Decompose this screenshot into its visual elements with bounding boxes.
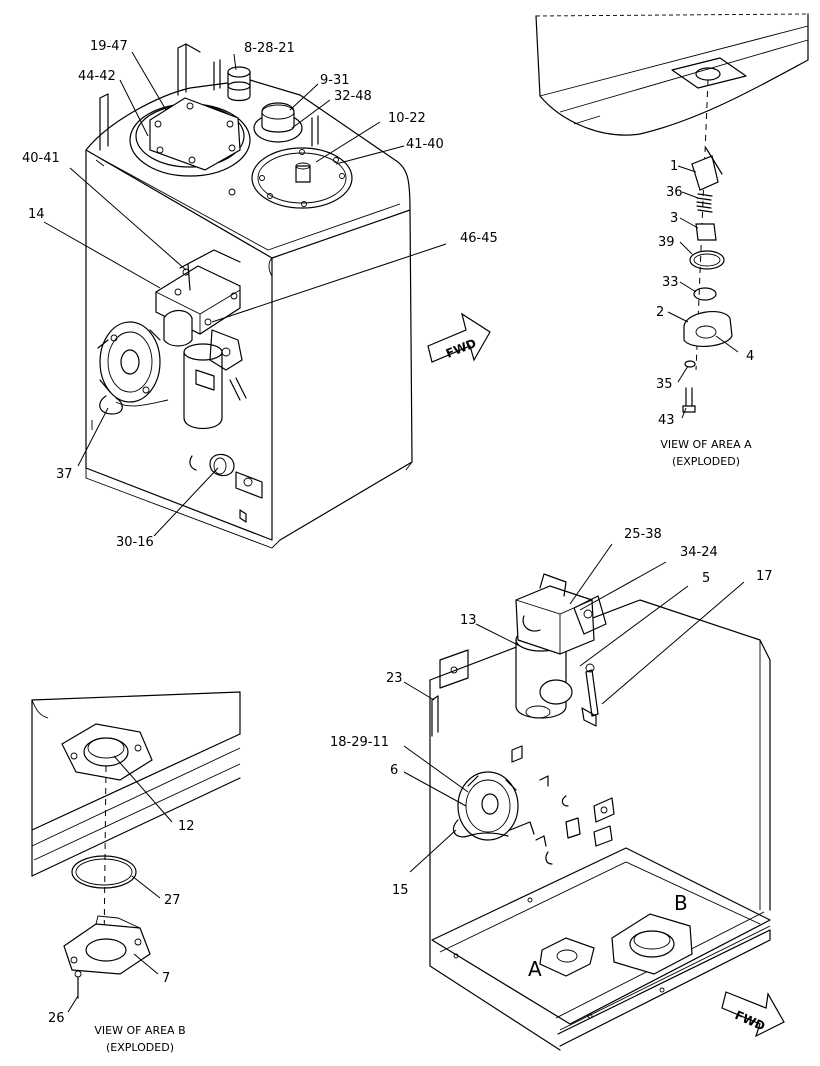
callout-39: 39 — [658, 235, 675, 250]
callout-25-38: 25-38 — [624, 527, 662, 542]
callout-43: 43 — [658, 413, 675, 428]
area-b-marker: B — [674, 891, 688, 915]
callout-7: 7 — [162, 971, 170, 986]
callout-15: 15 — [392, 883, 409, 898]
fwd-arrow-icon — [427, 312, 491, 363]
callout-2: 2 — [656, 305, 664, 320]
callout-32-48: 32-48 — [334, 89, 372, 104]
main-tank-leader-lines — [43, 51, 447, 537]
callout-33: 33 — [662, 275, 679, 290]
callout-13: 13 — [460, 613, 477, 628]
callout-18-29-11: 18-29-11 — [330, 735, 389, 750]
callout-6: 6 — [390, 763, 398, 778]
fwd-arrow-bottom-icon — [721, 991, 785, 1038]
callout-27: 27 — [164, 893, 181, 908]
area-b-caption-line2: (EXPLODED) — [106, 1041, 174, 1054]
area-a-marker: A — [528, 957, 542, 981]
callout-34-24: 34-24 — [680, 545, 718, 560]
area-a-exploded-view — [535, 13, 809, 419]
callout-3: 3 — [670, 211, 678, 226]
callout-5: 5 — [702, 571, 710, 586]
callout-17: 17 — [756, 569, 773, 584]
callout-19-47: 19-47 — [90, 39, 128, 54]
callout-8-28-21: 8-28-21 — [244, 41, 295, 56]
callout-9-31: 9-31 — [320, 73, 350, 88]
tank-bottom-view — [403, 543, 771, 1051]
callout-37: 37 — [56, 467, 73, 482]
callout-4: 4 — [746, 349, 754, 364]
callout-10-22: 10-22 — [388, 111, 426, 126]
callout-labels: 19-47 8-28-21 44-42 9-31 32-48 10-22 41-… — [22, 39, 773, 1026]
callout-14: 14 — [28, 207, 45, 222]
callout-46-45: 46-45 — [460, 231, 498, 246]
callout-40-41: 40-41 — [22, 151, 60, 166]
callout-23: 23 — [386, 671, 403, 686]
area-a-caption-line2: (EXPLODED) — [672, 455, 740, 468]
area-b-caption-line1: VIEW OF AREA B — [94, 1024, 185, 1037]
area-b-exploded-view — [31, 691, 241, 1013]
callout-44-42: 44-42 — [78, 69, 116, 84]
view-captions: VIEW OF AREA A (EXPLODED) VIEW OF AREA B… — [94, 438, 752, 1054]
hydraulic-tank-main-view — [85, 43, 413, 549]
callout-36: 36 — [666, 185, 683, 200]
callout-41-40: 41-40 — [406, 137, 444, 152]
callout-35: 35 — [656, 377, 673, 392]
callout-1: 1 — [670, 159, 678, 174]
area-a-caption-line1: VIEW OF AREA A — [660, 438, 752, 451]
callout-30-16: 30-16 — [116, 535, 154, 550]
callout-26: 26 — [48, 1011, 65, 1026]
callout-12: 12 — [178, 819, 195, 834]
